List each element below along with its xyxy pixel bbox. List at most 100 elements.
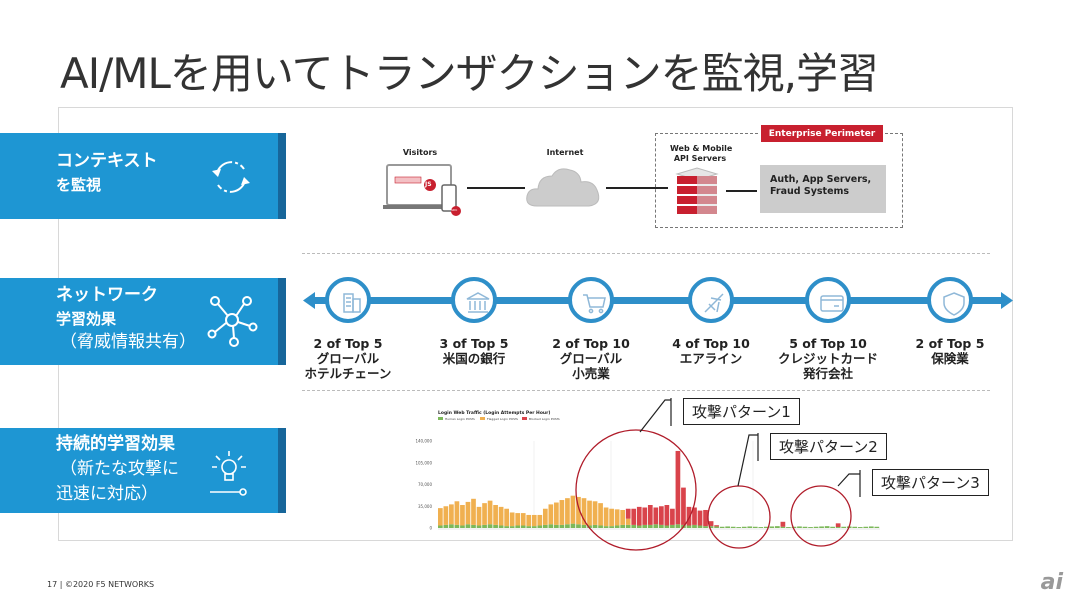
bar-human-login-posts	[476, 525, 482, 528]
node-label-line: 2 of Top 5	[915, 336, 985, 351]
network-node	[927, 277, 973, 323]
bar-human-login-posts	[603, 526, 609, 528]
bar-human-login-posts	[852, 526, 858, 528]
bar-human-login-posts	[636, 525, 642, 528]
bar-flagged-login-posts	[515, 513, 521, 526]
bar-human-login-posts	[625, 524, 631, 528]
bar-human-login-posts	[565, 524, 570, 528]
bar-flagged-login-posts	[614, 509, 620, 526]
bar-blocked-login-posts	[631, 508, 637, 525]
bar-human-login-posts	[846, 526, 852, 528]
node-label-line: 2 of Top 5	[313, 336, 383, 351]
bar-human-login-posts	[537, 525, 543, 528]
bar-blocked-login-posts	[681, 487, 686, 525]
bar-human-login-posts	[857, 527, 863, 528]
node-label-line: クレジットカード	[777, 351, 878, 366]
divider	[302, 390, 990, 391]
bar-human-login-posts	[714, 526, 719, 528]
bar-human-login-posts	[824, 526, 830, 528]
bar-human-login-posts	[736, 527, 742, 528]
node-label-line: グローバル	[559, 351, 623, 366]
bar-flagged-login-posts	[598, 503, 603, 526]
bar-flagged-login-posts	[498, 506, 504, 526]
bar-human-login-posts	[752, 526, 758, 528]
bar-human-login-posts	[509, 526, 515, 528]
node-label-line: 小売業	[572, 366, 610, 381]
bar-flagged-login-posts	[465, 501, 471, 525]
bar-human-login-posts	[642, 524, 648, 528]
bar-human-login-posts	[874, 526, 880, 528]
bar-flagged-login-posts	[565, 498, 570, 525]
backend-line: Fraud Systems	[770, 186, 850, 197]
bar-human-login-posts	[498, 525, 504, 528]
legend-swatch	[438, 417, 443, 420]
bar-human-login-posts	[548, 524, 554, 528]
y-tick-label: 70,000	[418, 482, 432, 487]
panel-line: 迅速に対応）	[56, 484, 158, 504]
bar-blocked-login-posts	[697, 510, 703, 526]
bar-human-login-posts	[769, 526, 775, 528]
laptop-phone-icon	[383, 164, 461, 216]
bar-human-login-posts	[631, 524, 637, 528]
bar-flagged-login-posts	[570, 495, 576, 524]
bar-blocked-login-posts	[625, 508, 631, 519]
bar-flagged-login-posts	[609, 508, 614, 527]
bar-human-login-posts	[647, 524, 653, 528]
bar-flagged-login-posts	[454, 501, 460, 525]
legend-label: Flagged Login POSTs	[487, 417, 518, 421]
internet-label: Internet	[546, 148, 584, 157]
bar-human-login-posts	[526, 526, 532, 528]
hotel-icon	[343, 293, 361, 313]
bar-human-login-posts	[493, 524, 498, 528]
node-label-line: グローバル	[316, 351, 380, 366]
sdk-badge: SDK	[451, 208, 458, 212]
bar-human-login-posts	[438, 525, 443, 528]
bar-blocked-login-posts	[692, 507, 697, 525]
node-label-line: 米国の銀行	[442, 351, 506, 366]
bar-human-login-posts	[465, 524, 471, 528]
legend-swatch	[522, 417, 527, 420]
bar-human-login-posts	[719, 526, 725, 528]
callout-attack-pattern-3: 攻撃パターン3	[872, 469, 989, 496]
bar-human-login-posts	[664, 525, 670, 528]
bar-blocked-login-posts	[636, 506, 642, 526]
bar-human-login-posts	[614, 525, 620, 528]
node-label-line: 2 of Top 10	[552, 336, 630, 351]
panel-line: （脅威情報共有）	[60, 332, 196, 352]
node-label-line: 4 of Top 10	[672, 336, 750, 351]
bar-human-login-posts	[786, 527, 791, 528]
shopping-cart-icon	[583, 294, 606, 314]
bar-blocked-login-posts	[780, 521, 786, 527]
bar-blocked-login-posts	[659, 506, 664, 525]
network-hub-icon	[207, 296, 258, 347]
bar-blocked-login-posts	[642, 507, 648, 525]
node-label-line: 保険業	[931, 351, 969, 366]
network-node	[325, 277, 371, 323]
connector-line	[467, 187, 525, 189]
bar-human-login-posts	[554, 524, 559, 528]
bar-flagged-login-posts	[520, 513, 526, 526]
airplane-icon	[704, 293, 724, 313]
bar-flagged-login-posts	[559, 500, 565, 525]
shield-icon	[943, 292, 965, 316]
panel-line: 持続的学習効果	[56, 434, 175, 454]
bar-human-login-posts	[813, 526, 819, 528]
bar-flagged-login-posts	[548, 504, 554, 525]
side-panel-continuous: 持続的学習効果 （新たな攻撃に 迅速に対応）	[0, 428, 286, 513]
enterprise-perimeter-label: Enterprise Perimeter	[760, 124, 884, 143]
bar-human-login-posts	[780, 526, 786, 528]
bar-human-login-posts	[819, 526, 824, 528]
slide-title: AI/MLを用いてトランザクションを監視,学習	[60, 49, 879, 98]
bar-flagged-login-posts	[526, 514, 532, 527]
bar-flagged-login-posts	[620, 509, 626, 525]
callout-attack-pattern-2: 攻撃パターン2	[770, 433, 887, 460]
bar-human-login-posts	[504, 526, 509, 528]
bar-human-login-posts	[692, 524, 697, 528]
server-stack-icon	[675, 167, 719, 214]
